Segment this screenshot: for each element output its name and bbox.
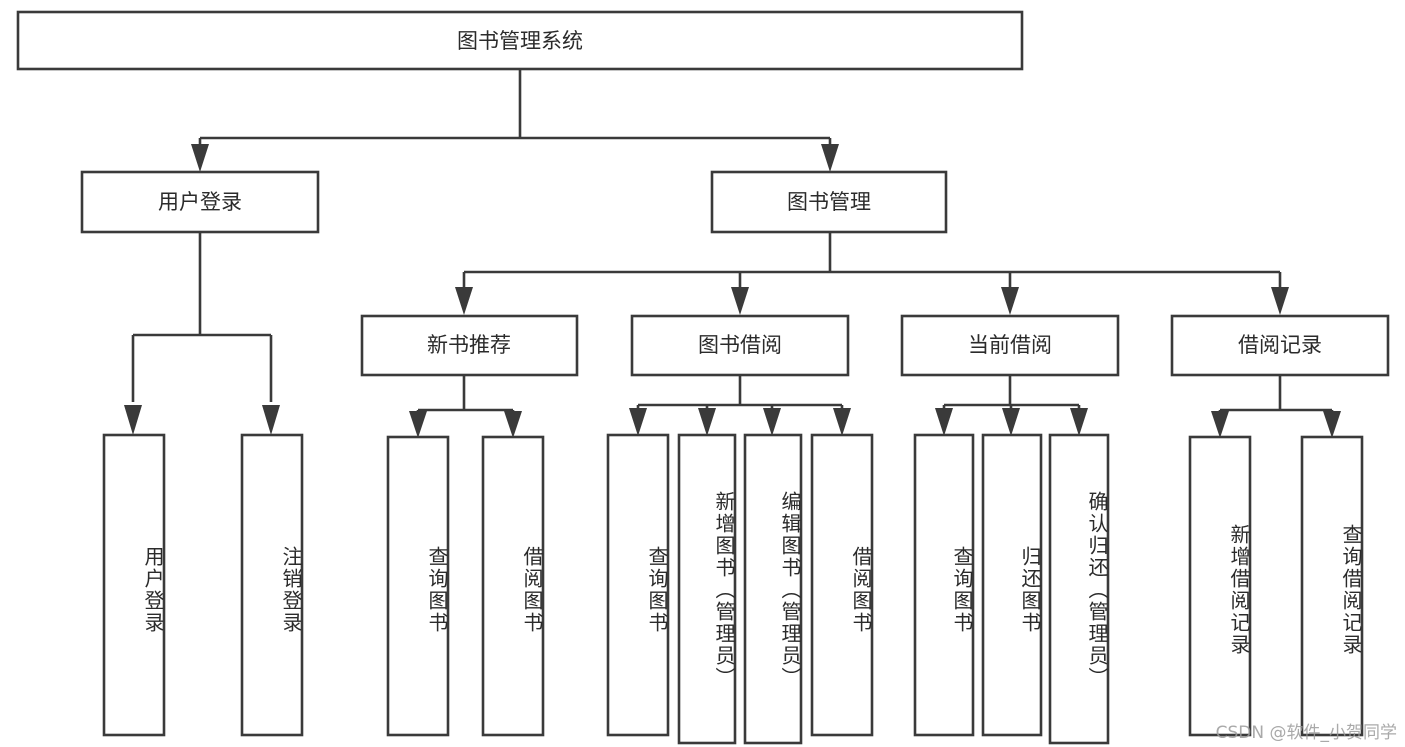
node-book-management-box[interactable]	[710, 170, 948, 234]
connector-group-book-mgmt	[455, 232, 1289, 315]
arrow-borrow-record-leaf-2-icon	[1323, 411, 1341, 438]
node-user-login-box[interactable]	[80, 170, 320, 234]
node-book-management-label: 图书管理	[787, 190, 871, 214]
node-root-system[interactable]: 图书管理系统	[16, 10, 1024, 71]
connector-group-borrow-record	[1211, 375, 1341, 438]
csdn-watermark: CSDN @软件_小贺同学	[1215, 723, 1397, 743]
arrow-book-borrow-leaf-1-icon	[629, 408, 647, 436]
arrow-book-mgmt-to-current-icon	[1001, 287, 1019, 315]
node-new-book-recommend-box[interactable]	[360, 314, 579, 377]
connector-group-book-borrow	[629, 375, 851, 436]
node-current-borrow[interactable]: 当前借阅	[900, 314, 1120, 377]
arrow-new-book-leaf-2-icon	[504, 411, 522, 438]
node-borrow-record-box[interactable]	[1170, 314, 1390, 377]
arrow-book-borrow-leaf-3-icon	[763, 408, 781, 436]
node-book-borrow-label: 图书借阅	[698, 333, 782, 357]
arrow-user-login-leaf-1-icon	[124, 405, 142, 435]
leaf-box-borrow-record-1[interactable]	[1188, 435, 1252, 737]
arrow-book-mgmt-to-record-icon	[1271, 287, 1289, 315]
node-root-system-label: 图书管理系统	[457, 29, 583, 53]
arrow-book-mgmt-to-new-book-icon	[455, 287, 473, 315]
leaf-box-user-login-1[interactable]	[102, 433, 166, 737]
node-new-book-recommend[interactable]: 新书推荐	[360, 314, 579, 377]
arrow-root-to-user-login-icon	[191, 144, 209, 172]
connector-group-new-book	[409, 375, 522, 438]
leaf-box-borrow-record-2[interactable]	[1300, 435, 1364, 737]
leaf-box-user-login-2[interactable]	[240, 433, 304, 737]
connector-group-current-borrow	[935, 375, 1088, 436]
leaf-box-new-book-1[interactable]	[386, 435, 450, 737]
leaf-box-current-borrow-1[interactable]	[913, 433, 975, 737]
node-current-borrow-label: 当前借阅	[968, 333, 1052, 357]
node-root-system-box[interactable]	[16, 10, 1024, 71]
arrow-new-book-leaf-1-icon	[409, 411, 427, 438]
node-current-borrow-box[interactable]	[900, 314, 1120, 377]
node-new-book-recommend-label: 新书推荐	[427, 333, 511, 357]
leaf-box-current-borrow-2[interactable]	[981, 433, 1043, 737]
node-book-management[interactable]: 图书管理	[710, 170, 948, 234]
node-user-login[interactable]: 用户登录	[80, 170, 320, 234]
arrow-borrow-record-leaf-1-icon	[1211, 411, 1229, 438]
connector-group-user-login	[124, 232, 280, 435]
leaf-box-book-borrow-3[interactable]	[743, 433, 803, 745]
leaf-box-book-borrow-1[interactable]	[606, 433, 670, 737]
arrow-book-mgmt-to-borrow-icon	[731, 287, 749, 315]
arrow-book-borrow-leaf-2-icon	[698, 408, 716, 436]
node-user-login-label: 用户登录	[158, 190, 242, 214]
arrow-root-to-book-mgmt-icon	[821, 144, 839, 172]
node-borrow-record[interactable]: 借阅记录	[1170, 314, 1390, 377]
arrow-current-borrow-leaf-3-icon	[1070, 408, 1088, 436]
leaf-box-book-borrow-4[interactable]	[810, 433, 874, 737]
arrow-current-borrow-leaf-1-icon	[935, 408, 953, 436]
leaf-box-book-borrow-2[interactable]	[677, 433, 737, 745]
connector-group-root	[191, 69, 839, 172]
node-book-borrow[interactable]: 图书借阅	[630, 314, 850, 377]
arrow-book-borrow-leaf-4-icon	[833, 408, 851, 436]
arrow-user-login-leaf-2-icon	[262, 405, 280, 435]
node-book-borrow-box[interactable]	[630, 314, 850, 377]
leaf-box-current-borrow-3[interactable]	[1048, 433, 1110, 745]
node-borrow-record-label: 借阅记录	[1238, 333, 1322, 357]
leaf-box-new-book-2[interactable]	[481, 435, 545, 737]
arrow-current-borrow-leaf-2-icon	[1002, 408, 1020, 436]
